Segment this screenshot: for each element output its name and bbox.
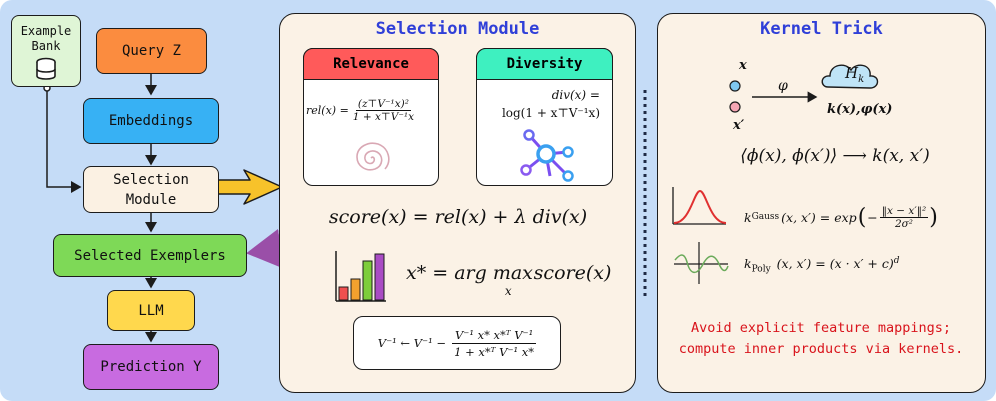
bar-chart-icon xyxy=(335,251,386,302)
example-bank-node: Example Bank xyxy=(11,15,81,87)
relevance-header: Relevance xyxy=(303,48,439,80)
inner-product-formula: ⟨ϕ(x), ϕ(x′)⟩ ⟶ k(x, x′) xyxy=(740,146,930,166)
argmax-formula: x* = arg max x score(x) xyxy=(406,262,626,298)
cloud-icon xyxy=(821,64,879,89)
diversity-header-label: Diversity xyxy=(506,56,583,72)
point-x-prime xyxy=(729,101,741,113)
x-label: x xyxy=(739,58,747,73)
selected-exemplers-node: Selected Exemplers xyxy=(53,234,247,277)
relevance-header-label: Relevance xyxy=(333,56,409,72)
diversity-formula-line2: log(1 + x⊤V⁻¹x) xyxy=(501,106,600,120)
query-node: Query Z xyxy=(96,28,207,74)
argmax-sub: x xyxy=(504,284,512,298)
kernel-trick-title: Kernel Trick xyxy=(760,19,883,39)
feature-map-illustration xyxy=(729,64,879,113)
embeddings-node: Embeddings xyxy=(83,98,219,144)
prediction-node: Prediction Y xyxy=(83,344,219,390)
kernel-trick-panel xyxy=(657,13,986,393)
arrow-bank-selection xyxy=(46,88,82,193)
embeddings-label: Embeddings xyxy=(108,113,194,129)
gaussian-curve-icon xyxy=(672,187,727,225)
query-label: Query Z xyxy=(121,43,181,59)
poly-sub: Poly xyxy=(751,264,771,275)
hilbert-space-label: Hk xyxy=(845,64,864,85)
point-x xyxy=(729,80,741,92)
llm-label: LLM xyxy=(138,302,164,319)
diversity-formula: div(x) = log(1 + x⊤V⁻¹x) xyxy=(478,86,600,122)
update-lhs: V⁻¹ ← V⁻¹ − xyxy=(377,336,446,350)
gauss-num: ‖x − x′‖² xyxy=(879,204,929,218)
spiral-icon xyxy=(356,142,390,171)
relevance-formula-lhs: rel(x) = xyxy=(306,103,349,117)
network-icon xyxy=(520,129,574,182)
selected-exemplers-label: Selected Exemplers xyxy=(74,247,226,264)
arrow-to-selection-module xyxy=(217,169,283,205)
feature-label: k(x),φ(x) xyxy=(827,102,893,117)
database-icon xyxy=(36,57,56,80)
llm-node: LLM xyxy=(107,290,195,331)
hilbert-label: H xyxy=(845,64,859,82)
poly-name: k xyxy=(744,256,752,272)
note-line-2: compute inner products via kernels. xyxy=(678,341,964,357)
gauss-args: (x, x′) = exp xyxy=(781,209,857,225)
note-line-1: Avoid explicit feature mappings; xyxy=(690,320,952,336)
example-bank-label: Example Bank xyxy=(20,23,72,53)
polynomial-curve-icon xyxy=(674,242,729,284)
score-formula: score(x) = rel(x) + λ div(x) xyxy=(328,206,588,228)
update-num: V⁻¹ x* x*ᵀ V⁻¹ xyxy=(451,328,537,344)
prediction-label: Prediction Y xyxy=(100,359,202,375)
gauss-name: k xyxy=(744,209,752,225)
update-rule-box: V⁻¹ ← V⁻¹ − V⁻¹ x* x*ᵀ V⁻¹ 1 + x*ᵀ V⁻¹ x… xyxy=(353,316,561,370)
argmax-lhs: x* = arg max xyxy=(406,262,533,284)
gauss-sub: Gauss xyxy=(751,212,780,222)
relevance-formula-num: (z⊤V⁻¹x)² xyxy=(355,97,411,111)
diversity-formula-line1: div(x) = xyxy=(551,88,600,102)
poly-args: (x, x′) = (x · x′ + c) xyxy=(776,256,894,272)
selection-module-node: Selection Module xyxy=(83,166,219,213)
gauss-den: 2σ² xyxy=(894,217,913,230)
phi-label: φ xyxy=(778,78,788,94)
poly-kernel-formula: kPoly (x, x′) = (x · x′ + c)d xyxy=(744,256,900,275)
selection-module-label: Selection Module xyxy=(113,171,189,208)
kernel-trick-note: Avoid explicit feature mappings; compute… xyxy=(660,318,982,360)
poly-sup: d xyxy=(893,256,900,266)
relevance-formula: rel(x) = (z⊤V⁻¹x)² 1 + x⊤V⁻¹x xyxy=(306,90,438,130)
selection-module-title: Selection Module xyxy=(375,19,540,39)
update-den: 1 + x*ᵀ V⁻¹ x* xyxy=(454,344,535,359)
relevance-formula-den: 1 + x⊤V⁻¹x xyxy=(352,110,415,123)
argmax-rhs: score(x) xyxy=(533,262,612,284)
x-prime-label: x′ xyxy=(733,118,745,133)
diversity-header: Diversity xyxy=(476,48,613,80)
hilbert-sub: k xyxy=(858,74,865,85)
